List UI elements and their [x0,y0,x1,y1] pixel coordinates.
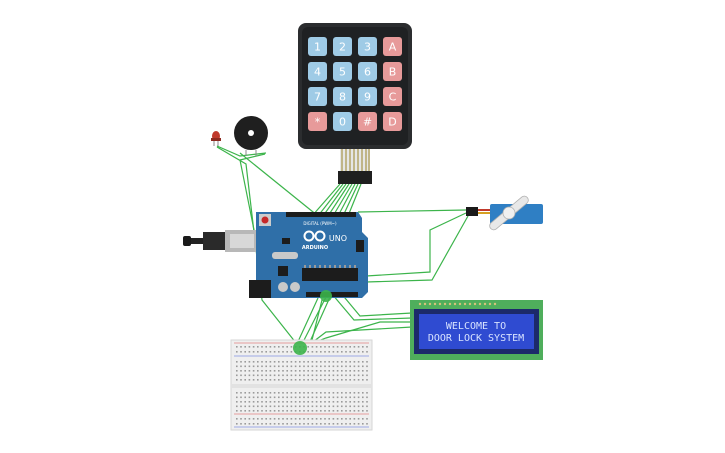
lcd-line-1: WELCOME TO [446,321,506,332]
junction-board[interactable] [320,290,332,302]
breadboard[interactable] [230,339,373,431]
wire-junctions [293,290,332,355]
key-b[interactable]: B [383,62,402,81]
key-label: 5 [339,66,346,79]
wire-board-bb-2[interactable] [307,296,331,347]
arduino-logo-text: ARDUINO [302,245,328,251]
key-label: C [389,91,397,104]
key-label: # [363,116,372,129]
key-2[interactable]: 2 [333,37,352,56]
key-label: 9 [364,91,371,104]
key-8[interactable]: 8 [333,87,352,106]
key-label: 2 [339,41,346,54]
wire-board-bb-3[interactable] [295,297,319,347]
key-label: B [389,66,397,79]
wire-keypad-6[interactable] [337,183,356,217]
wire-keypad-4[interactable] [327,183,350,217]
usb-cable[interactable] [183,230,257,252]
key-label: 7 [314,91,321,104]
wire-led-buzzer[interactable] [216,145,267,157]
key-9[interactable]: 9 [358,87,377,106]
wire-board-bb-4[interactable] [311,299,323,341]
arduino-infinity-icon [303,230,326,242]
key-c[interactable]: C [383,87,402,106]
lcd-16x2[interactable]: WELCOME TO DOOR LOCK SYSTEM [410,300,543,360]
wire-servo-signal[interactable] [357,209,467,213]
wire-keypad-3[interactable] [322,183,347,217]
key-6[interactable]: 6 [358,62,377,81]
key-label: D [388,116,396,129]
junction-breadboard[interactable] [293,341,307,355]
arduino-uno-board[interactable]: DIGITAL (PWM~) ARDUINO UNO [249,212,368,298]
wire-servo-power[interactable] [365,212,467,277]
keypad-ribbon [338,149,372,184]
wires [216,145,469,349]
wire-servo-ground[interactable] [365,215,469,283]
piezo-buzzer[interactable] [234,116,268,156]
lcd-line-2: DOOR LOCK SYSTEM [428,333,524,344]
wire-buzzer-board[interactable] [239,152,319,217]
key-label: 4 [314,66,321,79]
key-label: 8 [339,91,346,104]
wire-keypad-2[interactable] [317,183,344,217]
keypad-keys: 1 2 3 A 4 5 6 B 7 8 9 C * 0 # D [308,37,402,131]
wire-keypad-7[interactable] [342,183,359,217]
wire-keypad-5[interactable] [332,183,353,217]
key-label: * [315,116,321,129]
key-label: 6 [364,66,371,79]
key-4[interactable]: 4 [308,62,327,81]
keypad[interactable]: 1 2 3 A 4 5 6 B 7 8 9 C * 0 # D [298,23,412,184]
arduino-model-label: UNO [329,234,347,243]
key-label: 0 [339,116,346,129]
wire-keypad-1[interactable] [311,183,341,217]
key-hash[interactable]: # [358,112,377,131]
wire-lcd-2[interactable] [331,293,413,321]
wire-lcd-1[interactable] [339,291,413,317]
key-a[interactable]: A [383,37,402,56]
key-7[interactable]: 7 [308,87,327,106]
red-led[interactable] [211,131,221,146]
key-star[interactable]: * [308,112,327,131]
key-label: 1 [314,41,321,54]
key-1[interactable]: 1 [308,37,327,56]
servo-motor[interactable] [466,195,543,232]
key-3[interactable]: 3 [358,37,377,56]
wire-keypad-8[interactable] [347,183,362,217]
arduino-digital-label: DIGITAL (PWM~) [303,221,337,226]
key-label: A [389,41,397,54]
key-d[interactable]: D [383,112,402,131]
key-0[interactable]: 0 [333,112,352,131]
key-5[interactable]: 5 [333,62,352,81]
key-label: 3 [364,41,371,54]
